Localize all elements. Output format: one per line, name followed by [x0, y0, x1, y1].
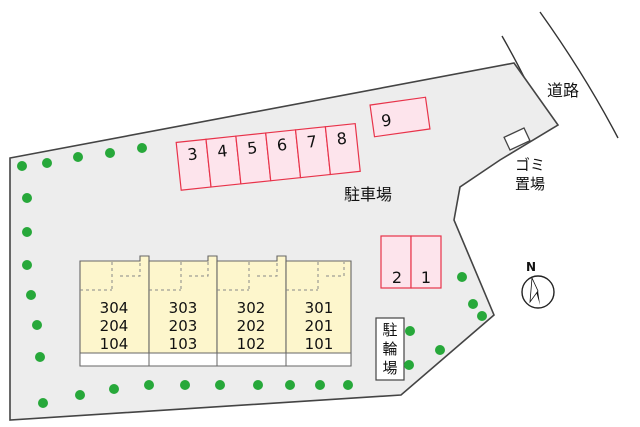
- trees: [17, 143, 487, 408]
- road-edge-outer: [539, 11, 619, 139]
- tree-icon: [137, 143, 147, 153]
- unit-number: 202: [237, 317, 266, 335]
- road-label: 道路: [547, 81, 579, 100]
- balcony-1: [79, 352, 150, 367]
- balcony-3: [216, 352, 287, 367]
- parking-lot-label: 駐車場: [344, 185, 392, 204]
- unit-number: 203: [169, 317, 198, 335]
- garbage-area-label: ゴミ: [515, 156, 545, 174]
- garbage-box: [503, 127, 531, 151]
- tree-icon: [405, 326, 415, 336]
- unit-number: 204: [100, 317, 129, 335]
- tree-icon: [457, 272, 467, 282]
- tree-icon: [22, 227, 32, 237]
- tree-icon: [22, 193, 32, 203]
- tree-icon: [253, 380, 263, 390]
- tree-icon: [285, 380, 295, 390]
- unit-number: 104: [100, 335, 129, 353]
- interior-partitions: [80, 262, 345, 291]
- tree-icon: [315, 380, 325, 390]
- compass-north-label: N: [526, 260, 536, 274]
- parking-number-6: 6: [276, 135, 288, 155]
- parking-number-8: 8: [336, 129, 348, 149]
- bicycle-parking-label: 輪: [382, 340, 397, 358]
- unit-number: 103: [169, 335, 198, 353]
- parking-number-5: 5: [246, 138, 258, 158]
- tree-icon: [32, 320, 42, 330]
- parking-row-top: 3 4 5 6 7 8: [175, 122, 361, 191]
- tree-icon: [144, 380, 154, 390]
- tree-icon: [468, 299, 478, 309]
- bicycle-parking-label: 場: [382, 359, 397, 377]
- tree-icon: [109, 384, 119, 394]
- tree-icon: [22, 260, 32, 270]
- unit-number: 102: [237, 335, 266, 353]
- bicycle-parking-box: [375, 317, 405, 381]
- unit-number: 304: [100, 299, 129, 317]
- balcony-2: [148, 352, 218, 367]
- tree-icon: [343, 380, 353, 390]
- unit-number: 302: [237, 299, 266, 317]
- tree-icon: [105, 148, 115, 158]
- parking-number-1: 1: [421, 268, 431, 287]
- parking-number-9: 9: [380, 110, 393, 130]
- garbage-area-label: 置場: [515, 175, 545, 193]
- tree-icon: [73, 152, 83, 162]
- unit-number: 303: [169, 299, 198, 317]
- parking-number-3: 3: [186, 144, 198, 164]
- parking-space-8: [324, 122, 361, 176]
- apartment-building: 304 204 104 303 203 103 302 202 102 301 …: [79, 255, 352, 367]
- parking-space-1: [410, 235, 442, 289]
- parking-space-2: [380, 235, 412, 289]
- tree-icon: [35, 352, 45, 362]
- parking-number-2: 2: [392, 268, 402, 287]
- tree-icon: [38, 398, 48, 408]
- compass-needle-light: [529, 276, 539, 304]
- parking-space-9-group: 9: [369, 96, 431, 138]
- north-compass: N: [521, 260, 555, 309]
- tree-icon: [26, 290, 36, 300]
- tree-icon: [477, 311, 487, 321]
- balcony-4: [285, 352, 352, 367]
- unit-number: 201: [305, 317, 334, 335]
- tree-icon: [180, 380, 190, 390]
- tree-icon: [75, 390, 85, 400]
- tree-icon: [435, 345, 445, 355]
- parking-number-4: 4: [216, 141, 228, 161]
- bicycle-parking-label: 駐: [382, 321, 397, 339]
- tree-icon: [404, 360, 414, 370]
- unit-number: 101: [305, 335, 334, 353]
- parking-number-7: 7: [306, 132, 318, 152]
- tree-icon: [17, 161, 27, 171]
- tree-icon: [42, 158, 52, 168]
- unit-number: 301: [305, 299, 334, 317]
- tree-icon: [215, 380, 225, 390]
- parking-space-9: [369, 96, 431, 138]
